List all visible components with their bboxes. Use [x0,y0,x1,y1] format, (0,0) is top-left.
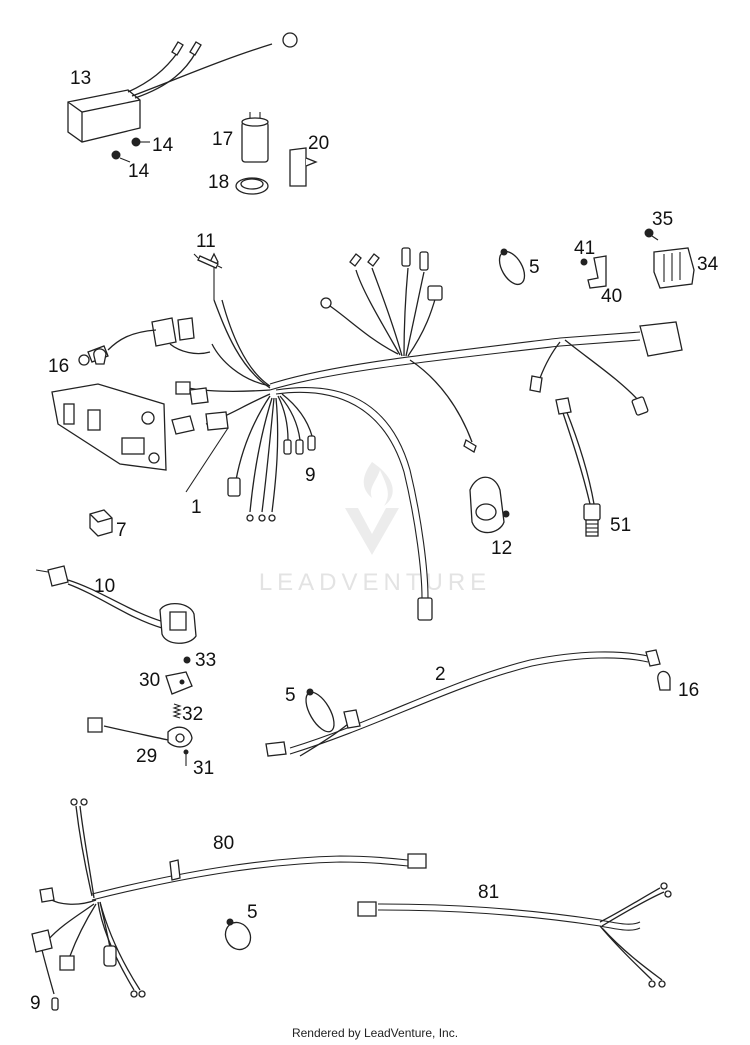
callout-41: 41 [574,238,595,259]
harness-part-80 [31,798,427,998]
switch-assembly-part-10 [35,565,197,644]
callout-32: 32 [182,704,203,725]
callout-81: 81 [478,882,499,903]
pressure-switch-part-51 [555,397,601,537]
bracket-part-40 [587,255,607,289]
callout-40: 40 [601,286,622,307]
clamp-ring-part-18 [235,177,269,195]
callout-18: 18 [208,172,229,193]
leadventure-watermark: LEADVENTURE [259,462,491,596]
callout-13: 13 [70,68,91,89]
cable-tie-part-5b [305,688,335,733]
horn-part-12 [469,476,510,534]
callout-11: 11 [196,231,216,252]
callout-12: 12 [491,538,512,559]
callout-5a: 5 [529,257,540,278]
callout-33: 33 [195,650,216,671]
cdi-unit-part-13 [67,32,298,143]
callout-31: 31 [193,758,214,779]
cable-tie-part-5c [224,918,252,951]
callout-30: 30 [139,670,160,691]
callout-2: 2 [435,664,446,685]
callout-5c: 5 [247,902,258,923]
screw-part-35 [644,228,659,241]
callout-9a: 9 [305,465,316,486]
callout-16a: 16 [48,356,69,377]
lamp-harness-part-2 [265,649,661,757]
relay-part-7 [89,509,113,537]
callout-17: 17 [212,129,233,150]
cable-tie-part-5a [498,248,526,286]
screw-part-14a [131,137,150,147]
callout-1: 1 [191,497,202,518]
main-harness-part-1 [51,247,683,621]
nut-part-41 [580,258,588,266]
callout-9b: 9 [30,993,41,1014]
bracket-part-20 [289,147,318,187]
callout-14b: 14 [128,161,150,182]
bulb-part-16b [657,670,671,691]
callout-16b: 16 [678,680,699,701]
screw-part-33 [183,656,191,664]
cover-part-30 [165,671,193,695]
callout-7: 7 [116,520,127,541]
footer-credit: Rendered by LeadVenture, Inc. [291,1026,459,1040]
switch-part-29 [87,717,193,748]
callout-80: 80 [213,833,234,854]
connector-pin-part-9b [51,997,59,1011]
callout-34: 34 [697,254,719,275]
callout-5b: 5 [285,685,296,706]
callout-51: 51 [610,515,631,536]
callout-20: 20 [308,133,329,154]
callout-labels: 13 14 14 17 18 20 11 5 35 41 34 40 16 1 … [30,68,719,1014]
spring-part-32 [172,703,182,719]
watermark-text: LEADVENTURE [259,569,491,596]
voltage-regulator-part-34 [653,247,695,289]
bulb-part-16a [93,348,107,365]
capacitor-part-17 [241,112,269,163]
callout-10: 10 [94,576,115,597]
callout-14a: 14 [152,135,174,156]
callout-29: 29 [136,746,157,767]
fuse-part-11 [193,253,223,269]
screw-part-31 [183,749,189,766]
harness-part-81 [357,882,672,988]
screw-part-14b [111,150,131,163]
callout-35: 35 [652,209,673,230]
